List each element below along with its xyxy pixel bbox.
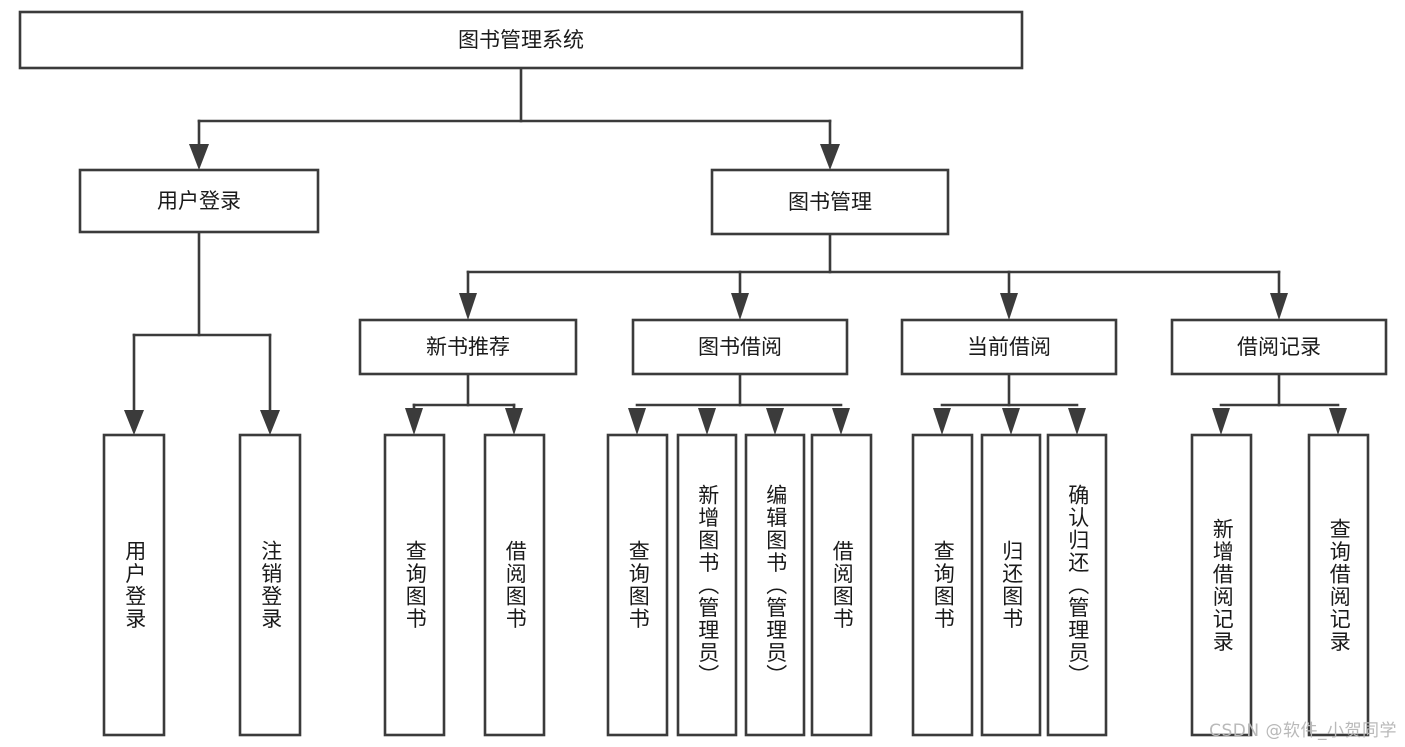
node-label-root: 图书管理系统 [458,28,584,52]
node-box-leaf-return-book[interactable] [980,433,1042,737]
node-label-book-borrow: 图书借阅 [698,335,782,359]
arrow-head-bm-3 [1270,293,1288,320]
connector-group-root [189,66,840,170]
node-box-current-borrow[interactable] [900,318,1118,376]
node-box-leaf-query-record[interactable] [1307,433,1370,737]
arrow-head-cb-0 [933,408,951,435]
node-box-borrow-record[interactable] [1170,318,1388,376]
connector-group-user-login [124,230,280,435]
node-box-leaf-edit-book[interactable] [744,433,806,737]
arrow-head-bb-1 [698,408,716,435]
node-box-leaf-user-login[interactable] [102,433,166,737]
arrow-head-br-0 [1212,408,1230,435]
node-box-book-borrow[interactable] [631,318,849,376]
node-box-leaf-confirm-return[interactable] [1046,433,1108,737]
arrow-head-bm-0 [459,293,477,320]
arrow-head-cb-2 [1068,408,1086,435]
node-box-leaf-logout[interactable] [238,433,302,737]
connector-group-book-borrow [628,372,850,435]
node-label-user-login: 用户登录 [157,189,241,213]
node-box-leaf-borrow-book-1[interactable] [483,433,546,737]
arrow-head-ul-0 [124,410,144,435]
arrow-head-bm-2 [1000,293,1018,320]
connector-group-new-book [405,372,523,435]
node-label-current-borrow: 当前借阅 [967,335,1051,359]
arrow-head-bm-1 [731,293,749,320]
node-box-leaf-query-book-1[interactable] [383,433,446,737]
node-box-root[interactable] [18,10,1024,70]
node-box-user-login[interactable] [78,168,320,234]
arrow-head-bb-0 [628,408,646,435]
arrow-head-cb-1 [1002,408,1020,435]
arrow-head-nb-0 [405,408,423,435]
node-label-new-book-recommend: 新书推荐 [426,335,510,359]
connector-group-current-borrow [933,372,1086,435]
node-box-leaf-query-book-2[interactable] [606,433,669,737]
arrow-head-root-0 [189,144,209,170]
connector-group-book-manage [459,232,1288,320]
node-label-book-manage: 图书管理 [788,190,872,214]
node-box-leaf-borrow-book-2[interactable] [810,433,873,737]
arrow-head-nb-1 [505,408,523,435]
node-box-leaf-query-book-3[interactable] [911,433,974,737]
node-box-book-manage[interactable] [710,168,950,236]
arrow-head-root-1 [820,144,840,170]
arrow-head-br-1 [1329,408,1347,435]
node-box-leaf-add-record[interactable] [1190,433,1253,737]
node-box-new-book-recommend[interactable] [358,318,578,376]
csdn-watermark: CSDN @软件_小贺同学 [1209,721,1397,741]
node-box-leaf-add-book[interactable] [676,433,738,737]
arrow-head-bb-2 [766,408,784,435]
connector-group-borrow-record [1212,372,1347,435]
node-label-borrow-record: 借阅记录 [1237,335,1321,359]
arrow-head-bb-3 [832,408,850,435]
arrow-head-ul-1 [260,410,280,435]
